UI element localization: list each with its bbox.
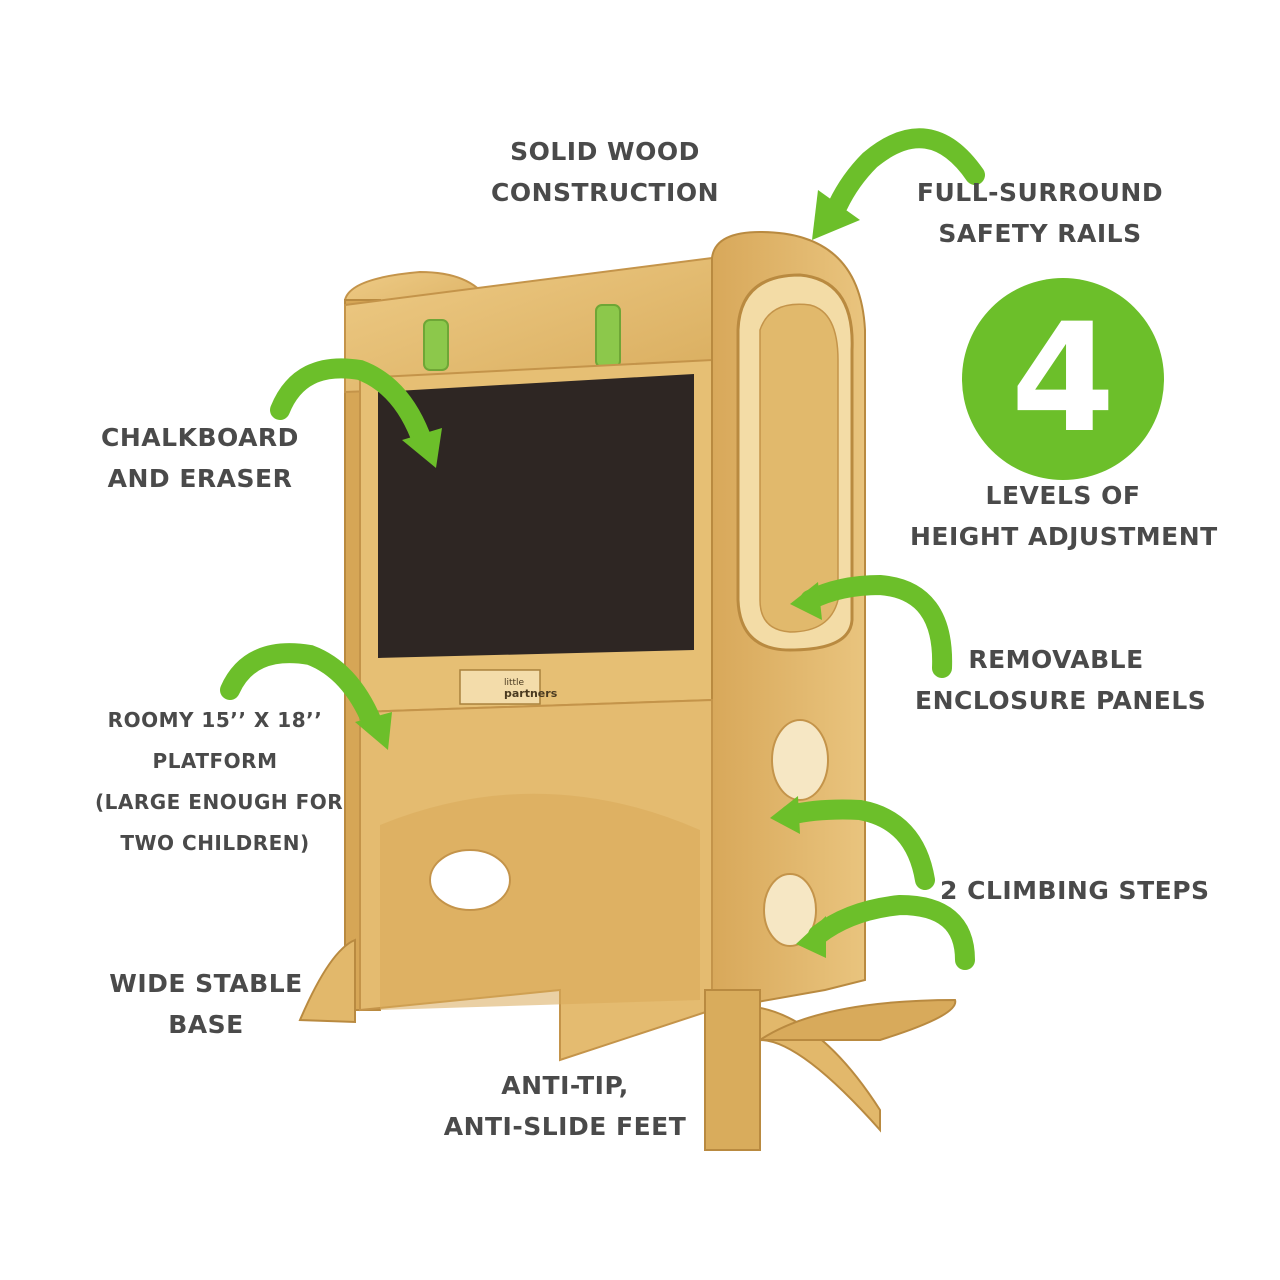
curved-arrow-icon — [770, 796, 800, 834]
label-climbing-steps: 2 CLIMBING STEPS — [940, 876, 1210, 905]
label-chalkboard: CHALKBOARD AND ERASER — [101, 423, 299, 493]
step-hole-right-upper — [771, 719, 829, 801]
label-platform: ROOMY 15’’ X 18’’ PLATFORM (LARGE ENOUGH… — [95, 708, 344, 855]
chalkboard-handle-left — [423, 319, 449, 371]
curved-arrow-icon — [828, 128, 985, 215]
curved-arrow-icon — [790, 582, 822, 620]
curved-arrow-icon — [800, 574, 953, 678]
curved-arrow-icon — [812, 190, 860, 240]
step-hole-right-lower — [763, 873, 817, 947]
curved-arrow-icon — [220, 643, 382, 732]
label-solid-wood: SOLID WOOD CONSTRUCTION — [490, 137, 719, 207]
eraser-block — [459, 669, 541, 705]
curved-arrow-icon — [270, 358, 430, 445]
label-height-levels: LEVELS OF HEIGHT ADJUSTMENT — [910, 481, 1218, 551]
brand-line-1: little — [504, 678, 525, 688]
height-levels-badge: 4 — [962, 278, 1164, 480]
curved-arrow-icon — [796, 916, 826, 958]
curved-arrow-icon — [355, 712, 392, 750]
step-hole-left — [429, 849, 511, 911]
curved-arrow-icon — [780, 799, 935, 890]
badge-number: 4 — [1010, 292, 1116, 466]
brand-line-2: partners — [504, 687, 558, 700]
curved-arrow-icon — [808, 894, 975, 970]
chalkboard — [378, 374, 694, 658]
label-safety-rails: FULL-SURROUND SAFETY RAILS — [916, 178, 1164, 248]
label-feet: ANTI-TIP, ANTI-SLIDE FEET — [443, 1071, 687, 1141]
label-removable-panels: REMOVABLE ENCLOSURE PANELS — [915, 645, 1207, 715]
label-stable-base: WIDE STABLE BASE — [109, 969, 303, 1039]
foot-left — [298, 938, 356, 1024]
curved-arrow-icon — [402, 428, 442, 468]
brand-logo: little partners — [490, 676, 557, 706]
platform-arch — [380, 793, 700, 1010]
